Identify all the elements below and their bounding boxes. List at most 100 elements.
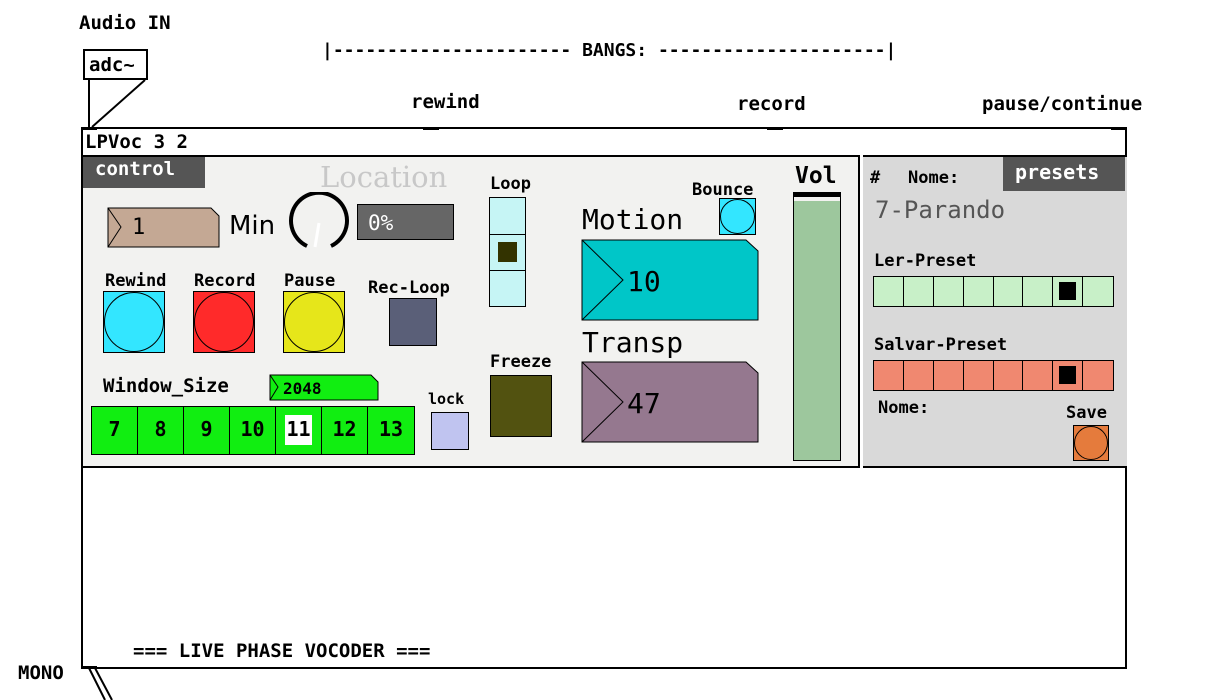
adc-object-label: adc~ xyxy=(89,54,135,76)
ler-preset-label: Ler-Preset xyxy=(874,251,977,271)
window-size-option[interactable]: 8 xyxy=(138,407,184,454)
window-size-option[interactable]: 7 xyxy=(92,407,138,454)
mono-outlet-label: MONO xyxy=(18,662,64,684)
min-number-box[interactable]: 1 xyxy=(107,207,220,248)
location-display[interactable]: 0% xyxy=(357,204,454,240)
pause-inlet-label: pause/continue xyxy=(982,93,1143,115)
location-value: 0% xyxy=(368,211,394,235)
ler-preset-cell[interactable] xyxy=(1083,277,1113,306)
window-size-option-label: 13 xyxy=(378,417,404,441)
save-bang[interactable] xyxy=(1073,425,1109,461)
adc-object[interactable]: adc~ xyxy=(83,49,148,80)
bounce-label: Bounce xyxy=(692,180,754,200)
location-knob[interactable] xyxy=(287,190,351,254)
window-size-option[interactable]: 11 xyxy=(276,407,322,454)
lock-toggle[interactable] xyxy=(431,412,469,450)
inlet-record[interactable] xyxy=(767,127,783,130)
bangs-header: |---------------------- BANGS: ---------… xyxy=(322,40,897,61)
presets-header-label: presets xyxy=(1015,160,1100,184)
vol-slider[interactable] xyxy=(793,192,841,461)
salvar-preset-cell[interactable] xyxy=(874,361,904,390)
transp-number-box[interactable]: 47 xyxy=(581,361,759,443)
preset-name: 7-Parando xyxy=(875,196,1006,224)
rewind-inlet-label: rewind xyxy=(411,91,480,113)
ler-preset-selected-mark xyxy=(1059,282,1077,300)
window-size-option-label: 9 xyxy=(200,417,213,441)
window-size-option-label: 11 xyxy=(285,415,312,445)
salvar-preset-cell[interactable] xyxy=(964,361,994,390)
salvar-preset-cell[interactable] xyxy=(904,361,934,390)
salvar-preset-cell[interactable] xyxy=(1083,361,1113,390)
ler-preset-cell[interactable] xyxy=(934,277,964,306)
location-label: Location xyxy=(320,160,448,194)
inlet-rewind[interactable] xyxy=(423,127,439,130)
window-size-value: 2048 xyxy=(283,379,322,398)
rewind-bang[interactable] xyxy=(103,291,165,353)
salvar-preset-cell[interactable] xyxy=(934,361,964,390)
audio-in-label: Audio IN xyxy=(79,12,171,34)
vol-label: Vol xyxy=(795,163,837,189)
window-size-option[interactable]: 13 xyxy=(368,407,414,454)
freeze-toggle[interactable] xyxy=(490,375,552,437)
transp-number-shape xyxy=(581,361,759,443)
salvar-preset-cell[interactable] xyxy=(1053,361,1084,390)
ler-preset-cell[interactable] xyxy=(1023,277,1054,306)
recloop-label: Rec-Loop xyxy=(368,278,450,298)
gop-title: LPVoc 3 2 xyxy=(85,131,188,153)
window-size-number-box[interactable]: 2048 xyxy=(269,374,379,401)
vol-slider-handle[interactable] xyxy=(794,193,840,197)
salvar-preset-cell[interactable] xyxy=(1023,361,1054,390)
ler-preset-cell[interactable] xyxy=(904,277,934,306)
window-size-label: Window_Size xyxy=(103,375,229,397)
window-size-radio[interactable]: 7 8 9 10 11 12 13 xyxy=(91,406,415,455)
control-header-label: control xyxy=(95,158,176,180)
presets-canvas xyxy=(863,155,1127,468)
ler-preset-radio[interactable] xyxy=(873,276,1114,307)
pause-label: Pause xyxy=(284,271,336,291)
min-label: Min xyxy=(229,211,276,241)
location-knob-graphic xyxy=(289,190,349,248)
control-header: control xyxy=(83,157,205,188)
ler-preset-cell[interactable] xyxy=(1053,277,1084,306)
window-size-number-shape xyxy=(269,374,379,401)
save-label: Save xyxy=(1066,403,1107,423)
lock-label: lock xyxy=(428,390,465,408)
preset-hash-label: # xyxy=(870,168,881,188)
loop-toggle-column[interactable] xyxy=(489,197,526,307)
window-size-option-label: 10 xyxy=(240,417,265,441)
transp-label: Transp xyxy=(582,326,684,359)
window-size-option[interactable]: 10 xyxy=(230,407,276,454)
window-size-option[interactable]: 12 xyxy=(322,407,368,454)
presets-header: presets xyxy=(1003,157,1125,191)
preset-nome-label: Nome: xyxy=(908,168,960,188)
inlet-audio[interactable] xyxy=(81,127,97,130)
window-size-option[interactable]: 9 xyxy=(184,407,230,454)
ler-preset-cell[interactable] xyxy=(994,277,1024,306)
vol-slider-fill xyxy=(794,201,840,460)
record-bang[interactable] xyxy=(193,291,255,353)
min-number-value: 1 xyxy=(132,215,146,240)
recloop-toggle[interactable] xyxy=(389,298,437,346)
gop-footer: === LIVE PHASE VOCODER === xyxy=(133,640,431,662)
freeze-label: Freeze xyxy=(490,352,552,372)
pause-bang[interactable] xyxy=(283,291,345,353)
motion-number-box[interactable]: 10 xyxy=(581,239,759,321)
record-label: Record xyxy=(194,271,256,291)
salvar-preset-radio[interactable] xyxy=(873,360,1114,391)
salvar-preset-cell[interactable] xyxy=(994,361,1024,390)
loop-label: Loop xyxy=(490,174,531,194)
inlet-pause[interactable] xyxy=(1111,127,1127,130)
loop-selected-mark xyxy=(498,242,517,262)
transp-value: 47 xyxy=(627,387,661,420)
min-number-shape xyxy=(107,207,220,248)
ler-preset-cell[interactable] xyxy=(964,277,994,306)
outlet-mono[interactable] xyxy=(81,666,97,669)
ler-preset-cell[interactable] xyxy=(874,277,904,306)
window-size-option-label: 7 xyxy=(108,417,121,441)
window-size-option-label: 8 xyxy=(154,417,167,441)
record-inlet-label: record xyxy=(737,93,806,115)
bounce-bang[interactable] xyxy=(719,198,756,235)
motion-label: Motion xyxy=(582,203,684,236)
preset-nome2-label: Nome: xyxy=(878,398,930,418)
